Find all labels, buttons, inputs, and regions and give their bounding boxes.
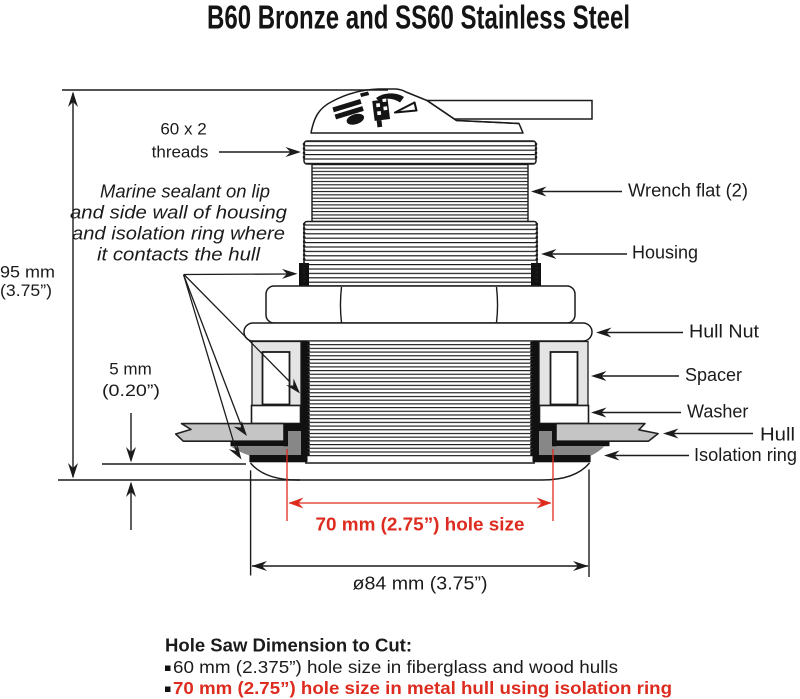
svg-text:threads: threads	[152, 143, 209, 162]
svg-text:95 mm: 95 mm	[0, 263, 55, 282]
svg-text:Hole Saw Dimension to Cut:: Hole Saw Dimension to Cut:	[165, 636, 412, 656]
svg-text:Hull Nut: Hull Nut	[689, 322, 759, 342]
svg-text:60 x 2: 60 x 2	[160, 120, 206, 139]
svg-text:ø84 mm (3.75”): ø84 mm (3.75”)	[353, 574, 488, 594]
svg-text:B60 Bronze and SS60 Stainless: B60 Bronze and SS60 Stainless Steel	[207, 0, 630, 36]
svg-text:(3.75”): (3.75”)	[0, 281, 52, 300]
svg-text:Marine sealant on lip: Marine sealant on lip	[100, 182, 270, 202]
svg-text:Washer: Washer	[687, 402, 748, 422]
svg-text:(0.20”): (0.20”)	[102, 381, 160, 400]
svg-text:70 mm (2.75”) hole size: 70 mm (2.75”) hole size	[316, 514, 525, 535]
svg-text:Isolation ring: Isolation ring	[694, 445, 797, 465]
svg-text:it contacts the hull: it contacts the hull	[97, 245, 261, 265]
svg-text:Hull: Hull	[760, 425, 795, 445]
svg-text:60 mm (2.375”) hole size in fi: 60 mm (2.375”) hole size in fiberglass a…	[173, 657, 618, 677]
svg-text:70 mm (2.75”) hole size in met: 70 mm (2.75”) hole size in metal hull us…	[173, 678, 672, 698]
svg-text:and isolation ring where: and isolation ring where	[72, 224, 285, 244]
svg-text:Housing: Housing	[632, 243, 698, 263]
svg-text:Spacer: Spacer	[685, 365, 742, 385]
svg-text:and side wall of housing: and side wall of housing	[70, 203, 287, 223]
svg-text:Wrench flat (2): Wrench flat (2)	[628, 181, 748, 201]
svg-text:5 mm: 5 mm	[109, 360, 152, 379]
